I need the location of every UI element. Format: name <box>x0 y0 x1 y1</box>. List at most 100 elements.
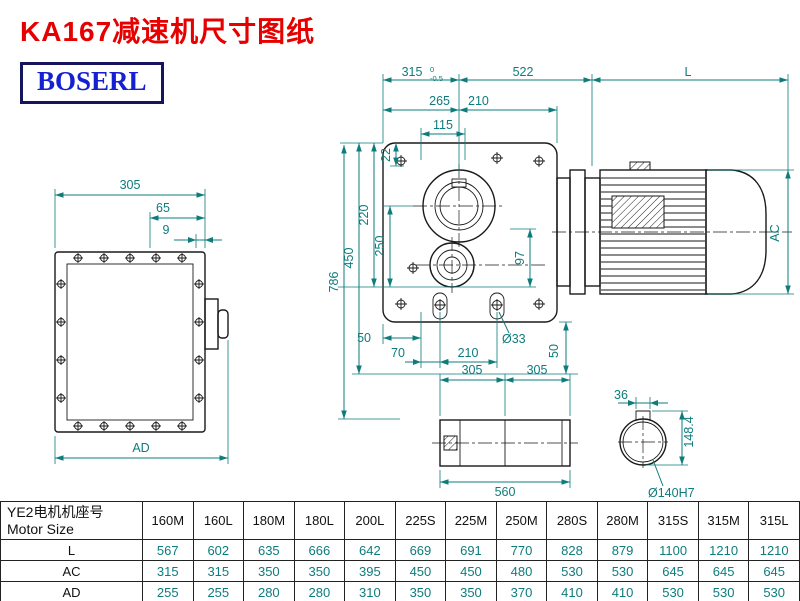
col-header: 180M <box>243 501 295 540</box>
table-cell: 642 <box>344 539 396 561</box>
page-title: KA167减速机尺寸图纸 <box>20 16 316 47</box>
dim-AD: AD <box>132 441 149 455</box>
table-cell: 255 <box>192 581 245 601</box>
dim-65: 65 <box>156 201 170 215</box>
col-header: 280S <box>546 501 598 540</box>
dim-250: 250 <box>373 236 387 257</box>
dim-560: 560 <box>495 485 516 499</box>
dimension-lines <box>55 77 791 487</box>
dim-9: 9 <box>163 223 170 237</box>
col-header: 200L <box>344 501 396 540</box>
row-label: AD <box>0 581 143 601</box>
col-header: 160M <box>142 501 194 540</box>
dim-220: 220 <box>357 205 371 226</box>
side-view <box>54 251 229 433</box>
brand-logo: BOSERL <box>20 62 164 104</box>
motor <box>552 161 792 295</box>
dim-786: 786 <box>327 272 341 293</box>
dim-315-tol-top: 0 <box>430 65 434 74</box>
dim-L: L <box>685 65 692 79</box>
table-cell: 666 <box>293 539 346 561</box>
technical-drawing: 315 0 -0.5 522 L 265 210 115 22 220 250 … <box>54 65 794 500</box>
dim-97: 97 <box>513 251 527 265</box>
table-cell: 645 <box>748 560 800 582</box>
table-cell: 255 <box>142 581 194 601</box>
motor-size-table: YE2电机机座号 Motor Size 160M 160L 180M 180L … <box>0 501 800 601</box>
shaft-end-view <box>618 410 668 468</box>
row-label: L <box>0 539 143 561</box>
col-header: 225M <box>445 501 497 540</box>
table-cell: 567 <box>142 539 194 561</box>
table-cell: 1100 <box>647 539 699 561</box>
table-cell: 370 <box>495 581 548 601</box>
table-cell: 635 <box>243 539 295 561</box>
table-cell: 770 <box>495 539 548 561</box>
table-header-motor-size: YE2电机机座号 Motor Size <box>0 501 143 540</box>
dim-315-tol-bot: -0.5 <box>430 74 443 83</box>
table-cell: 450 <box>394 560 447 582</box>
table-cell: 1210 <box>697 539 750 561</box>
lifting-lug <box>629 161 651 171</box>
col-header: 315M <box>697 501 750 540</box>
table-header-row: YE2电机机座号 Motor Size 160M 160L 180M 180L … <box>0 501 800 540</box>
table-cell: 530 <box>748 581 800 601</box>
dim-70: 70 <box>391 346 405 360</box>
dim-210-top: 210 <box>468 94 489 108</box>
dim-36: 36 <box>614 388 628 402</box>
dim-AC: AC <box>768 224 782 241</box>
table-cell: 669 <box>394 539 447 561</box>
table-cell: 410 <box>546 581 598 601</box>
table-cell: 645 <box>647 560 699 582</box>
table-cell: 530 <box>546 560 598 582</box>
table-cell: 280 <box>293 581 346 601</box>
table-row-AD: AD 255 255 280 280 310 350 350 370 410 4… <box>0 581 800 601</box>
table-cell: 530 <box>596 560 649 582</box>
table-cell: 280 <box>243 581 295 601</box>
shaft-detail <box>432 419 578 467</box>
dim-265: 265 <box>429 94 450 108</box>
dimension-labels: 315 0 -0.5 522 L 265 210 115 22 220 250 … <box>120 65 782 500</box>
dim-50-right: 50 <box>547 344 561 358</box>
mounting-holes <box>395 152 545 320</box>
extension-lines <box>54 74 794 488</box>
table-cell: 315 <box>192 560 245 582</box>
table-cell: 480 <box>495 560 548 582</box>
table-cell: 350 <box>243 560 295 582</box>
table-cell: 645 <box>697 560 750 582</box>
table-cell: 410 <box>596 581 649 601</box>
dim-22: 22 <box>379 148 393 162</box>
col-header: 315L <box>748 501 800 540</box>
col-header: 160L <box>192 501 245 540</box>
table-header-cn: YE2电机机座号 <box>7 503 104 520</box>
dim-dia140H7: Ø140H7 <box>648 486 695 500</box>
table-cell: 350 <box>445 581 497 601</box>
dim-115: 115 <box>433 118 453 132</box>
table-cell: 350 <box>394 581 447 601</box>
col-header: 315S <box>647 501 699 540</box>
table-row-L: L 567 602 635 666 642 669 691 770 828 87… <box>0 539 800 561</box>
dim-148-4: 148.4 <box>682 416 696 447</box>
front-view <box>382 142 558 323</box>
table-cell: 395 <box>344 560 396 582</box>
col-header: 225S <box>394 501 447 540</box>
table-cell: 350 <box>293 560 346 582</box>
col-header: 250M <box>495 501 548 540</box>
terminal-box <box>611 195 665 229</box>
dim-50-left: 50 <box>357 331 371 345</box>
bolt-holes <box>56 253 204 431</box>
table-cell: 879 <box>596 539 649 561</box>
row-label: AC <box>0 560 143 582</box>
table-cell: 315 <box>142 560 194 582</box>
table-cell: 1210 <box>748 539 800 561</box>
table-row-AC: AC 315 315 350 350 395 450 450 480 530 5… <box>0 560 800 582</box>
dim-305-shaft-b: 305 <box>527 363 548 377</box>
dim-305-side: 305 <box>120 178 141 192</box>
table-cell: 310 <box>344 581 396 601</box>
fan-cover <box>705 169 767 295</box>
table-header-en: Motor Size <box>7 520 74 537</box>
dim-522: 522 <box>513 65 534 79</box>
table-cell: 828 <box>546 539 598 561</box>
col-header: 280M <box>596 501 649 540</box>
dim-210-bottom: 210 <box>458 346 479 360</box>
